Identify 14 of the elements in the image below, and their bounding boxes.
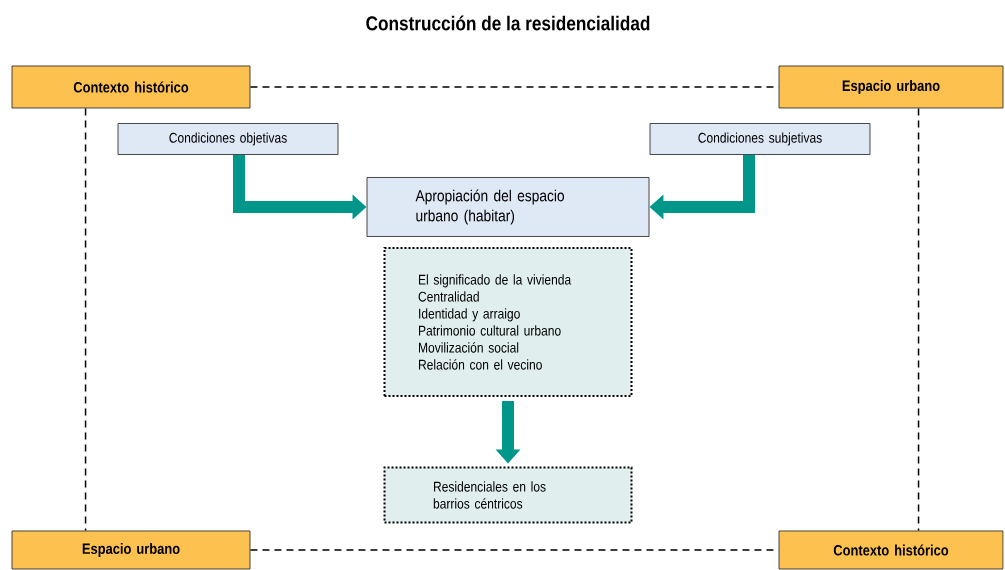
connector-line <box>917 107 920 532</box>
connector-line <box>249 549 780 551</box>
condition-box: Condiciones objetivas <box>117 123 339 155</box>
label-box: Espacio urbano <box>11 530 251 570</box>
title: Construcción de la residencialidad <box>366 15 650 31</box>
condition-box: Condiciones subjetivas <box>649 123 871 155</box>
connector-line <box>249 86 780 88</box>
label-box: Contexto histórico <box>11 65 251 109</box>
label-box: Espacio urbano <box>778 65 1004 109</box>
dotted-box: El significado de la vivienda Centralidad Identidad y arraigo Patrimonio cultural urbano Movilización social Relación con el vecino <box>383 247 633 397</box>
process-box: Apropiación del espacio urbano (habitar) <box>366 177 650 237</box>
connector-line <box>84 107 87 532</box>
dotted-box: Residenciales en los barrios céntricos <box>383 466 633 524</box>
label-box: Contexto histórico <box>778 530 1004 570</box>
